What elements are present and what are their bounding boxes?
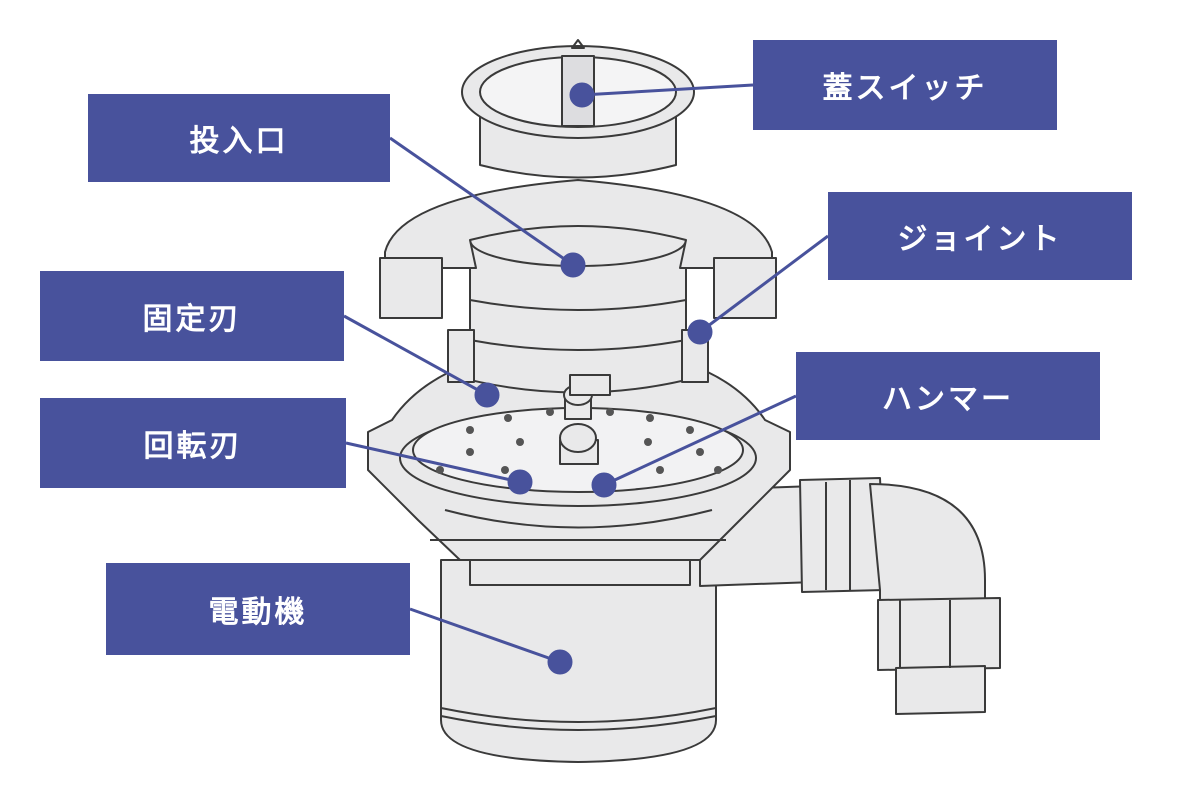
leader-dot-inlet	[560, 252, 586, 278]
leader-dot-lid	[569, 82, 595, 108]
leader-joint	[699, 234, 829, 334]
leader-inlet	[389, 136, 574, 267]
leader-dot-joint	[687, 319, 713, 345]
label-fixed-blade: 固定刃	[40, 271, 344, 361]
leader-hammer	[603, 394, 797, 487]
leader-dot-fixed	[474, 382, 500, 408]
leader-lines	[343, 82, 829, 675]
center-hub	[559, 374, 611, 465]
leader-fixed	[343, 314, 488, 397]
leader-dot-hammer	[591, 472, 617, 498]
label-rotary-blade: 回転刃	[40, 398, 346, 488]
label-joint: ジョイント	[828, 192, 1132, 280]
leader-dot-rotary	[507, 469, 533, 495]
motor-body	[440, 559, 717, 763]
lid	[461, 39, 695, 179]
label-motor: 電動機	[106, 563, 410, 655]
label-inlet: 投入口	[88, 94, 390, 182]
label-lid-switch: 蓋スイッチ	[753, 40, 1057, 130]
leader-rotary	[345, 441, 521, 484]
inlet-throat	[469, 213, 687, 394]
plate-holes	[436, 408, 722, 474]
leader-motor	[409, 607, 561, 664]
leader-lid	[581, 83, 754, 97]
label-hammer: ハンマー	[796, 352, 1100, 440]
leader-dot-motor	[547, 649, 573, 675]
